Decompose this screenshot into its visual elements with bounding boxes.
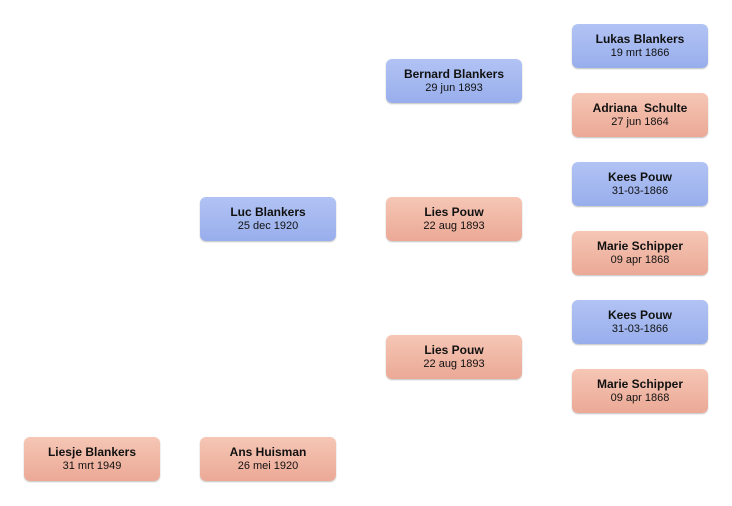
person-birth-date: 25 dec 1920 (237, 220, 299, 232)
person-name: Liesje Blankers (47, 445, 137, 459)
person-birth-date: 19 mrt 1866 (610, 47, 670, 59)
person-name: Luc Blankers (230, 205, 306, 219)
person-birth-date: 29 jun 1893 (425, 82, 483, 94)
person-node-marie-schipper[interactable]: Marie Schipper 09 apr 1868 (572, 231, 708, 275)
person-node-lies-pouw[interactable]: Lies Pouw 22 aug 1893 (386, 197, 522, 241)
person-birth-date: 09 apr 1868 (610, 254, 670, 266)
person-name: Kees Pouw (607, 308, 673, 322)
person-name: Adriana Schulte (592, 101, 688, 115)
person-name: Marie Schipper (596, 239, 684, 253)
person-node-marie-schipper-2[interactable]: Marie Schipper 09 apr 1868 (572, 369, 708, 413)
person-birth-date: 31-03-1866 (611, 185, 669, 197)
person-name: Lies Pouw (424, 205, 484, 219)
person-birth-date: 27 jun 1864 (611, 116, 669, 128)
person-name: Kees Pouw (607, 170, 673, 184)
person-birth-date: 31-03-1866 (611, 323, 669, 335)
person-birth-date: 22 aug 1893 (423, 220, 485, 232)
person-node-kees-pouw-2[interactable]: Kees Pouw 31-03-1866 (572, 300, 708, 344)
person-name: Lies Pouw (424, 343, 484, 357)
person-name: Ans Huisman (229, 445, 307, 459)
person-name: Bernard Blankers (403, 67, 505, 81)
person-name: Marie Schipper (596, 377, 684, 391)
person-birth-date: 09 apr 1868 (610, 392, 670, 404)
person-node-ans-huisman[interactable]: Ans Huisman 26 mei 1920 (200, 437, 336, 481)
person-node-adriana-schulte[interactable]: Adriana Schulte 27 jun 1864 (572, 93, 708, 137)
person-node-lies-pouw-2[interactable]: Lies Pouw 22 aug 1893 (386, 335, 522, 379)
person-node-bernard-blankers[interactable]: Bernard Blankers 29 jun 1893 (386, 59, 522, 103)
person-birth-date: 31 mrt 1949 (62, 460, 122, 472)
person-node-lukas-blankers[interactable]: Lukas Blankers 19 mrt 1866 (572, 24, 708, 68)
person-birth-date: 22 aug 1893 (423, 358, 485, 370)
person-birth-date: 26 mei 1920 (237, 460, 299, 472)
person-node-luc-blankers[interactable]: Luc Blankers 25 dec 1920 (200, 197, 336, 241)
person-node-kees-pouw[interactable]: Kees Pouw 31-03-1866 (572, 162, 708, 206)
person-name: Lukas Blankers (595, 32, 685, 46)
person-node-liesje-blankers[interactable]: Liesje Blankers 31 mrt 1949 (24, 437, 160, 481)
